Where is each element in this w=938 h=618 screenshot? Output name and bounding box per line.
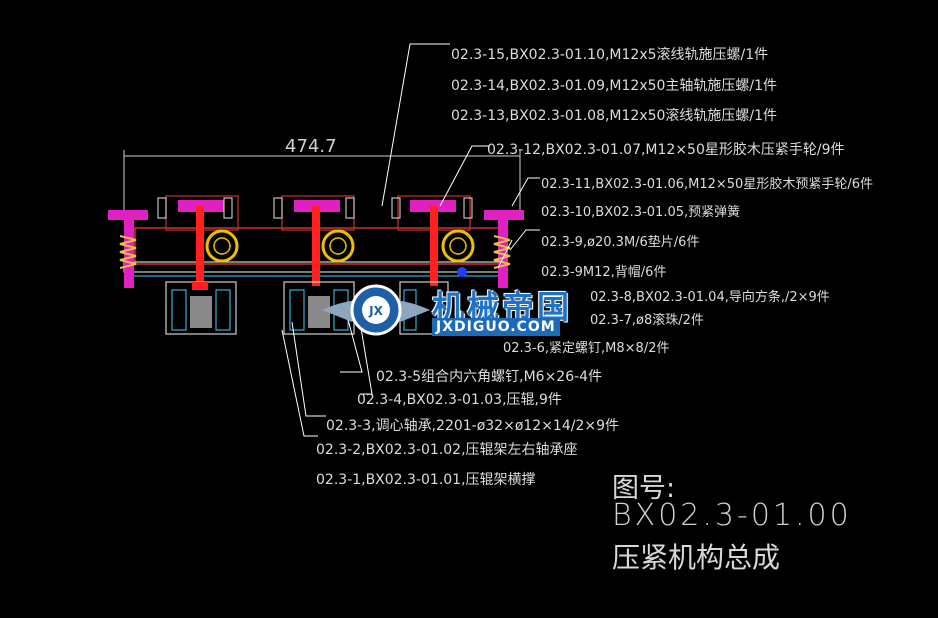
- watermark-en: JXDIGUO.COM: [432, 318, 560, 336]
- part-label-12: 02.3-12,BX02.3-01.07,M12×50星形胶木压紧手轮/9件: [487, 142, 845, 158]
- part-label-6: 02.3-6,紧定螺钉,M8×8/2件: [503, 341, 670, 356]
- part-label-1: 02.3-1,BX02.3-01.01,压辊架横撑: [316, 472, 536, 488]
- clamp-unit-2: [273, 197, 355, 286]
- part-label-9-nut: 02.3-9M12,背帽/6件: [541, 265, 667, 280]
- part-label-9: 02.3-9,ø20.3M/6垫片/6件: [541, 235, 700, 250]
- part-label-13: 02.3-13,BX02.3-01.08,M12x50滚线轨施压螺/1件: [451, 108, 778, 124]
- part-label-10: 02.3-10,BX02.3-01.05,预紧弹簧: [541, 205, 741, 220]
- drawing-name: 压紧机构总成: [612, 541, 781, 574]
- dimension-line: [123, 150, 521, 210]
- part-label-11: 02.3-11,BX02.3-01.06,M12×50星形胶木预紧手轮/6件: [541, 177, 873, 192]
- part-label-7: 02.3-7,ø8滚珠/2件: [590, 313, 704, 328]
- clamp-unit-3: [391, 197, 475, 286]
- watermark-logo: JX: [322, 284, 430, 336]
- left-preload-knob: [108, 210, 148, 288]
- drawing-number: BX02.3-01.00: [612, 498, 852, 533]
- part-label-2: 02.3-2,BX02.3-01.02,压辊架左右轴承座: [316, 442, 578, 458]
- bearing-housing-left: [165, 281, 237, 335]
- leader-lines: [281, 43, 540, 437]
- overall-length-dimension: 474.7: [285, 136, 337, 157]
- part-label-4: 02.3-4,BX02.3-01.03,压辊,9件: [357, 392, 562, 408]
- part-label-8: 02.3-8,BX02.3-01.04,导向方条,/2×9件: [590, 290, 830, 305]
- right-preload-knob: [484, 210, 524, 288]
- part-label-14: 02.3-14,BX02.3-01.09,M12x50主轴轨施压螺/1件: [451, 78, 778, 94]
- drawing-number-label: 图号:: [612, 473, 676, 504]
- clamp-unit-1: [157, 197, 239, 286]
- watermark-logo-text: JX: [368, 304, 383, 318]
- part-label-5: 02.3-5组合内六角螺钉,M6×26-4件: [376, 369, 603, 385]
- part-label-3: 02.3-3,调心轴承,2201-ø32×ø12×14/2×9件: [326, 418, 620, 434]
- part-label-15: 02.3-15,BX02.3-01.10,M12x5滚线轨施压螺/1件: [451, 47, 769, 63]
